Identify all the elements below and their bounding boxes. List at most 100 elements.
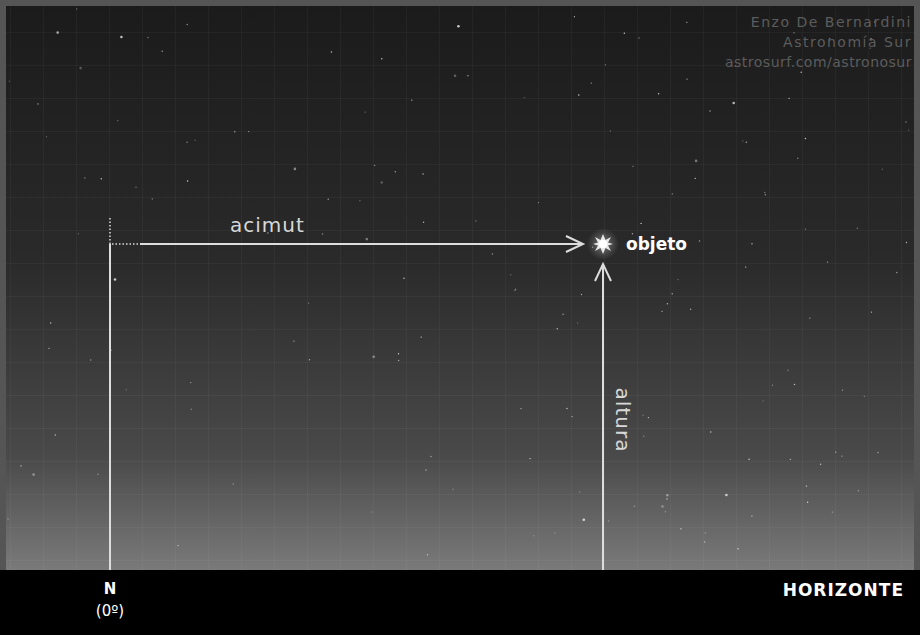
star-dot — [751, 515, 752, 516]
star-dot — [732, 102, 735, 105]
star-dot — [457, 25, 460, 28]
star-dot — [533, 535, 534, 536]
star-dot — [135, 187, 136, 188]
star-dot — [538, 202, 539, 203]
star-dot — [807, 502, 808, 503]
star-dot — [425, 469, 426, 470]
azimuth-arrow — [140, 243, 583, 245]
star-dot — [294, 168, 297, 171]
star-dot — [658, 93, 659, 94]
star-dot — [398, 353, 399, 354]
star-dot — [97, 474, 98, 475]
star-dot — [191, 409, 192, 410]
star-dot — [524, 97, 525, 98]
star-dot — [842, 389, 843, 390]
star-dot — [709, 110, 710, 111]
star-dot — [117, 120, 118, 121]
star-dot — [50, 322, 51, 323]
star-dot — [857, 228, 858, 229]
star-dot — [177, 545, 178, 546]
star-dot — [608, 520, 609, 521]
star-dot — [186, 142, 187, 143]
star-dot — [666, 498, 667, 499]
star-dot — [686, 22, 687, 23]
star-dot — [395, 171, 396, 172]
star-dot — [147, 37, 148, 38]
star-dot — [686, 78, 687, 79]
star-dot — [672, 293, 673, 294]
star-dot — [634, 506, 635, 507]
north-degrees: (0º) — [96, 604, 124, 619]
star-dot — [9, 81, 10, 82]
star-field — [7, 8, 909, 555]
star-dot — [841, 455, 842, 456]
star-dot — [765, 194, 766, 195]
star-dot — [672, 193, 673, 194]
star-dot — [882, 169, 883, 170]
star-dot — [365, 111, 366, 112]
star-dot — [322, 233, 323, 234]
star-dot — [605, 64, 606, 65]
north-line — [109, 244, 111, 570]
star-dot — [403, 278, 404, 279]
star-dot — [661, 311, 662, 312]
star-dot — [371, 511, 372, 512]
star-dot — [667, 303, 668, 304]
star-dot — [705, 532, 706, 533]
star-dot — [742, 140, 743, 141]
star-dot — [677, 279, 678, 280]
object-star — [593, 234, 613, 254]
star-dot — [699, 240, 700, 241]
star-dot — [366, 238, 369, 241]
star-dot — [114, 278, 117, 281]
horizon-bar — [0, 570, 920, 635]
star-dot — [908, 129, 909, 130]
star-dot — [737, 548, 738, 549]
star-dot — [427, 554, 428, 555]
star-dot — [661, 505, 664, 508]
star-dot — [492, 253, 493, 254]
star-dot — [233, 483, 234, 484]
star-dot — [152, 198, 153, 199]
object-glow — [587, 228, 619, 260]
star-dot — [801, 72, 802, 73]
star-dot — [906, 242, 907, 243]
star-dot — [624, 33, 625, 34]
star-dot — [557, 328, 558, 329]
horizon-label: HORIZONTE — [783, 582, 904, 599]
star-dot — [797, 158, 798, 159]
star-dot — [806, 485, 807, 486]
star-dot — [293, 340, 294, 341]
star-dot — [704, 541, 705, 542]
altitude-arrow — [602, 264, 604, 570]
star-dot — [871, 311, 872, 312]
star-dot — [788, 98, 789, 99]
star-dot — [55, 434, 56, 435]
star-dot — [46, 136, 47, 137]
star-dot — [793, 32, 794, 33]
azimuth-dotted — [112, 243, 140, 245]
star-dot — [7, 518, 8, 519]
star-dot — [905, 121, 906, 122]
star-dot — [695, 178, 696, 179]
star-dot — [76, 8, 77, 9]
north-label: N — [104, 582, 117, 597]
star-dot — [411, 100, 412, 101]
star-dot — [642, 415, 643, 416]
star-dot — [510, 274, 511, 275]
star-dot — [309, 359, 310, 360]
star-dot — [308, 302, 309, 303]
star-dot — [430, 456, 431, 457]
star-dot — [632, 166, 633, 167]
star-dot — [578, 94, 579, 95]
star-dot — [858, 490, 859, 491]
star-dot — [725, 494, 728, 497]
star-dot — [467, 75, 468, 76]
star-dot — [835, 451, 836, 452]
star-dot — [248, 131, 249, 132]
star-dot — [745, 266, 746, 267]
star-dot — [111, 350, 112, 351]
star-dot — [690, 309, 691, 310]
